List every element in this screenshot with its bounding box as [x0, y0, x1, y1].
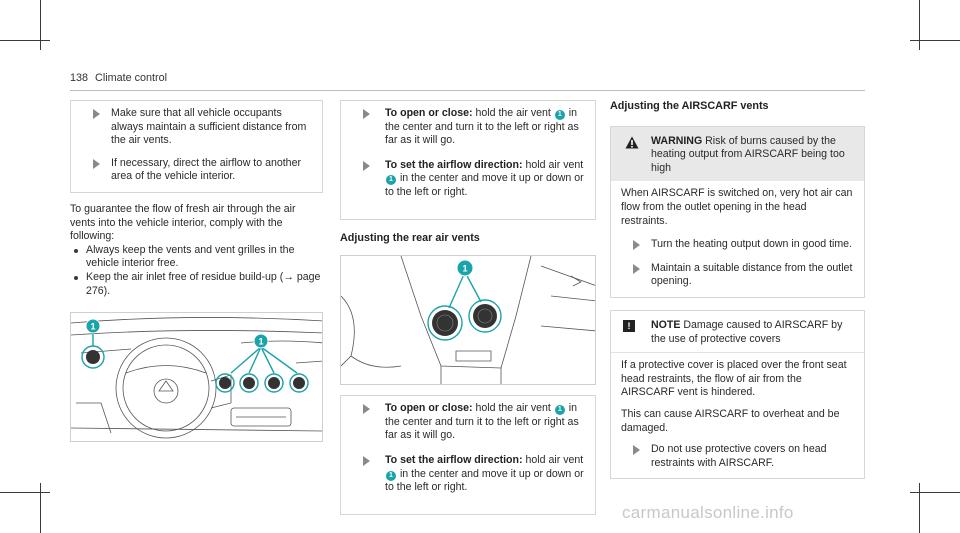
- step-item: Do not use protective covers on head res…: [621, 443, 854, 470]
- note-header: ! NOTE Damage caused to AIRSCARF by the …: [611, 311, 864, 354]
- warning-header: WARNING Risk of burns caused by the heat…: [611, 126, 864, 182]
- arrow-icon: [363, 404, 370, 415]
- arrow-icon: [363, 455, 370, 466]
- bullet-list: Always keep the vents and vent grilles i…: [70, 244, 323, 298]
- front-vent-steps-box: To open or close: hold the air vent 1 in…: [340, 100, 596, 220]
- crop-mark: [0, 492, 50, 493]
- warning-label: WARNING: [651, 134, 703, 147]
- crop-mark: [919, 0, 920, 50]
- arrow-icon: [363, 109, 370, 119]
- note-body: If a protective cover is placed over the…: [611, 353, 864, 478]
- step-item: To set the airflow direction: hold air v…: [351, 454, 585, 495]
- header-divider: [70, 90, 865, 91]
- crop-mark: [919, 483, 920, 533]
- crop-mark: [40, 483, 41, 533]
- dashboard-illustration: 1 1: [71, 317, 322, 439]
- page-number: 138: [70, 72, 89, 84]
- airscarf-heading: Adjusting the AIRSCARF vents: [610, 100, 769, 112]
- section-title: Climate control: [95, 72, 168, 84]
- callout-badge: 1: [554, 405, 565, 416]
- note-text: Damage caused to AIRSCARF by the use of …: [651, 318, 843, 345]
- rear-vents-figure: 1: [340, 255, 596, 386]
- intro-paragraph: To guarantee the flow of fresh air throu…: [70, 202, 296, 243]
- crop-mark: [910, 40, 960, 41]
- warning-box: WARNING Risk of burns caused by the heat…: [610, 125, 865, 298]
- callout-badge: 1: [386, 470, 396, 481]
- arrow-icon: [633, 445, 640, 456]
- rear-vents-illustration: 1: [341, 256, 595, 385]
- step-item: To open or close: hold the air vent 1 in…: [351, 107, 585, 148]
- step-item: Maintain a suitable distance from the ou…: [621, 262, 854, 289]
- safety-steps-box: Make sure that all vehicle occupants alw…: [70, 100, 323, 193]
- crop-mark: [0, 40, 50, 41]
- callout-badge: 1: [386, 175, 396, 186]
- warning-text: Risk of burns caused by the heating outp…: [651, 134, 845, 174]
- bullet-item: Keep the air inlet free of residue build…: [70, 271, 323, 298]
- crop-mark: [910, 492, 960, 493]
- step-item: Make sure that all vehicle occupants alw…: [81, 107, 312, 148]
- step-item: If necessary, direct the airflow to anot…: [81, 157, 312, 184]
- rear-vent-steps-box: To open or close: hold the air vent 1 in…: [340, 395, 596, 515]
- step-item: To open or close: hold the air vent 1 in…: [351, 402, 585, 443]
- warning-triangle-icon: [625, 136, 639, 149]
- warning-body: When AIRSCARF is switched on, very hot a…: [621, 187, 854, 289]
- step-item: Turn the heating output down in good tim…: [621, 238, 854, 252]
- rear-vents-heading: Adjusting the rear air vents: [340, 231, 480, 244]
- column-right: Adjusting the AIRSCARF vents WARNING Ris…: [610, 100, 865, 480]
- arrow-icon: [93, 158, 100, 169]
- callout-badge: 1: [554, 110, 565, 120]
- arrow-icon: [633, 263, 640, 274]
- exclamation-icon: !: [623, 319, 635, 332]
- step-item: To set the airflow direction: hold air v…: [351, 159, 585, 200]
- arrow-icon: [363, 160, 370, 171]
- crop-mark: [40, 0, 41, 50]
- arrow-icon: [633, 240, 640, 251]
- callout-label: 1: [462, 264, 467, 274]
- dashboard-vents-figure: 1 1: [70, 312, 323, 443]
- callout-label: 1: [258, 337, 263, 347]
- note-box: ! NOTE Damage caused to AIRSCARF by the …: [610, 309, 865, 480]
- column-left: Make sure that all vehicle occupants alw…: [70, 100, 323, 443]
- callout-label: 1: [90, 322, 95, 332]
- note-label: NOTE: [651, 318, 681, 331]
- page-header: 138 Climate control: [70, 72, 167, 86]
- watermark: carmanualsonline.info: [622, 503, 794, 522]
- bullet-item: Always keep the vents and vent grilles i…: [70, 244, 323, 271]
- column-middle: To open or close: hold the air vent 1 in…: [340, 100, 596, 515]
- arrow-icon: [93, 109, 100, 119]
